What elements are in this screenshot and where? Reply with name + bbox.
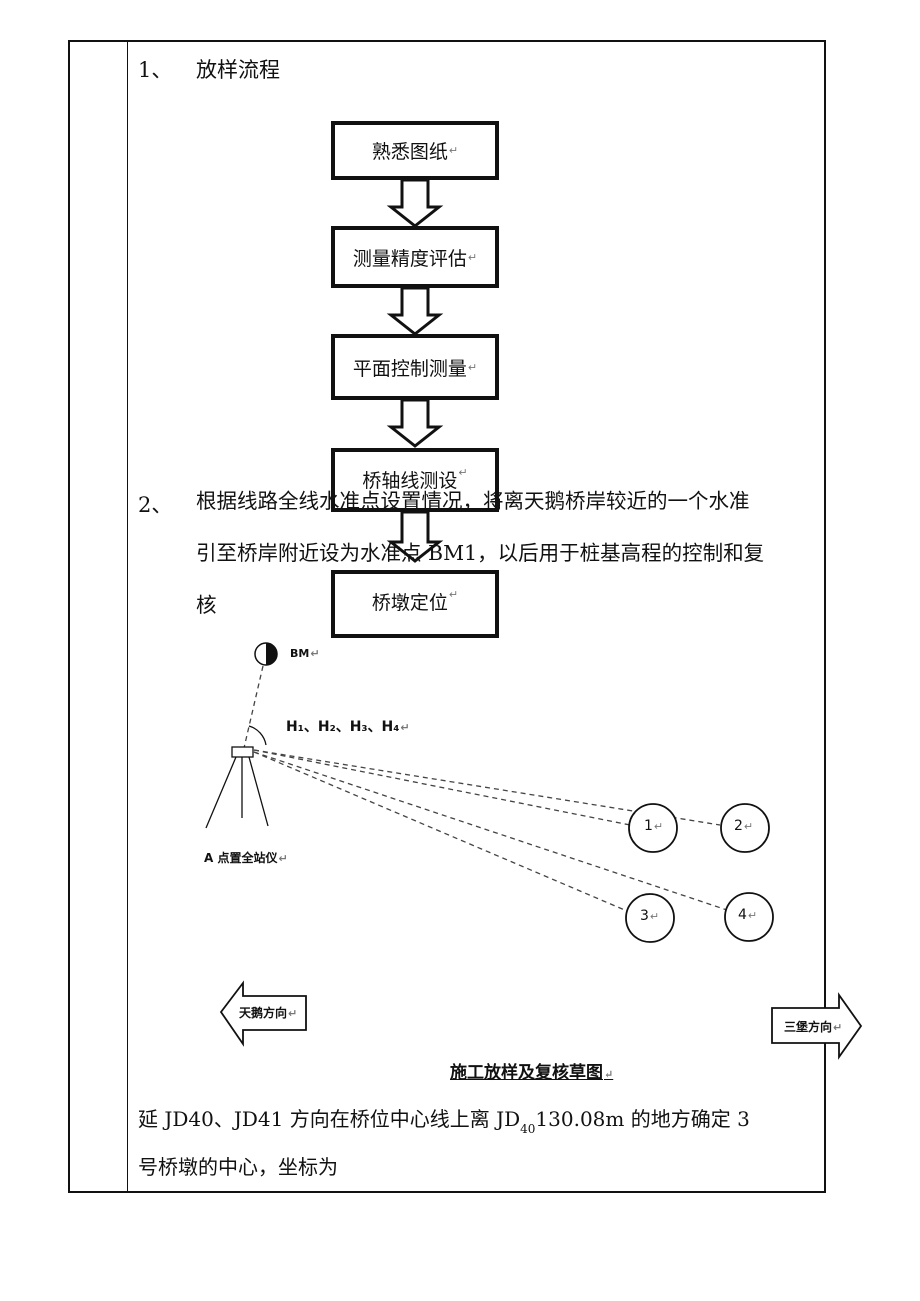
section1-title: 放样流程 <box>196 58 280 82</box>
point-4-label: 4↵ <box>738 907 758 923</box>
flow-arrow-2 <box>386 286 444 336</box>
left-arrow-icon <box>219 980 307 1047</box>
sketch-caption: 施工放样及复核草图↵ <box>450 1063 614 1083</box>
point-4-circle <box>724 892 774 942</box>
right-arrow-icon <box>771 992 863 1060</box>
table-column-divider <box>127 40 128 1193</box>
point-2-circle <box>720 803 770 853</box>
section1-number: 1、 <box>138 58 173 82</box>
flow-step-1: 熟悉图纸↵ <box>331 121 499 180</box>
point-2-label: 2↵ <box>734 818 754 834</box>
station-label: A 点置全站仪↵ <box>204 851 288 865</box>
section2-paragraph: 根据线路全线水准点设置情况，将离天鹅桥岸较近的一个水准 引至桥岸附近设为水准点 … <box>196 475 821 631</box>
angle-labels: H₁、H₂、H₃、H₄↵ <box>286 719 410 735</box>
section2-number: 2、 <box>138 493 173 517</box>
flow-step-5: 桥墩定位↵ <box>331 570 499 638</box>
left-arrow-label: 天鹅方向↵ <box>239 1006 298 1020</box>
flow-step-2: 测量精度评估↵ <box>331 226 499 288</box>
flow-step-4: 桥轴线测设↵ <box>331 448 499 512</box>
point-3-label: 3↵ <box>640 908 660 924</box>
point-1-circle <box>628 803 678 853</box>
bottom-line-1: 延 JD40、JD41 方向在桥位中心线上离 JD40130.08m 的地方确定… <box>138 1107 750 1136</box>
flow-arrow-1 <box>386 178 444 228</box>
point-3-circle <box>625 893 675 943</box>
flow-arrow-3 <box>386 398 444 448</box>
bottom-line-2: 号桥墩的中心，坐标为 <box>138 1155 338 1179</box>
flow-arrow-4 <box>386 510 444 563</box>
bm-label: BM↵ <box>290 647 320 660</box>
section2-line-1: 根据线路全线水准点设置情况，将离天鹅桥岸较近的一个水准 <box>196 489 750 513</box>
total-station-icon <box>231 746 254 758</box>
section2-line-2: 引至桥岸附近设为水准点 BM1，以后用于桩基高程的控制和复 <box>196 541 765 565</box>
section2-line-3: 核 <box>196 593 217 617</box>
right-arrow-label: 三堡方向↵ <box>784 1020 843 1034</box>
point-1-label: 1↵ <box>644 818 664 834</box>
table-frame <box>68 40 826 1193</box>
flow-step-3: 平面控制测量↵ <box>331 334 499 400</box>
